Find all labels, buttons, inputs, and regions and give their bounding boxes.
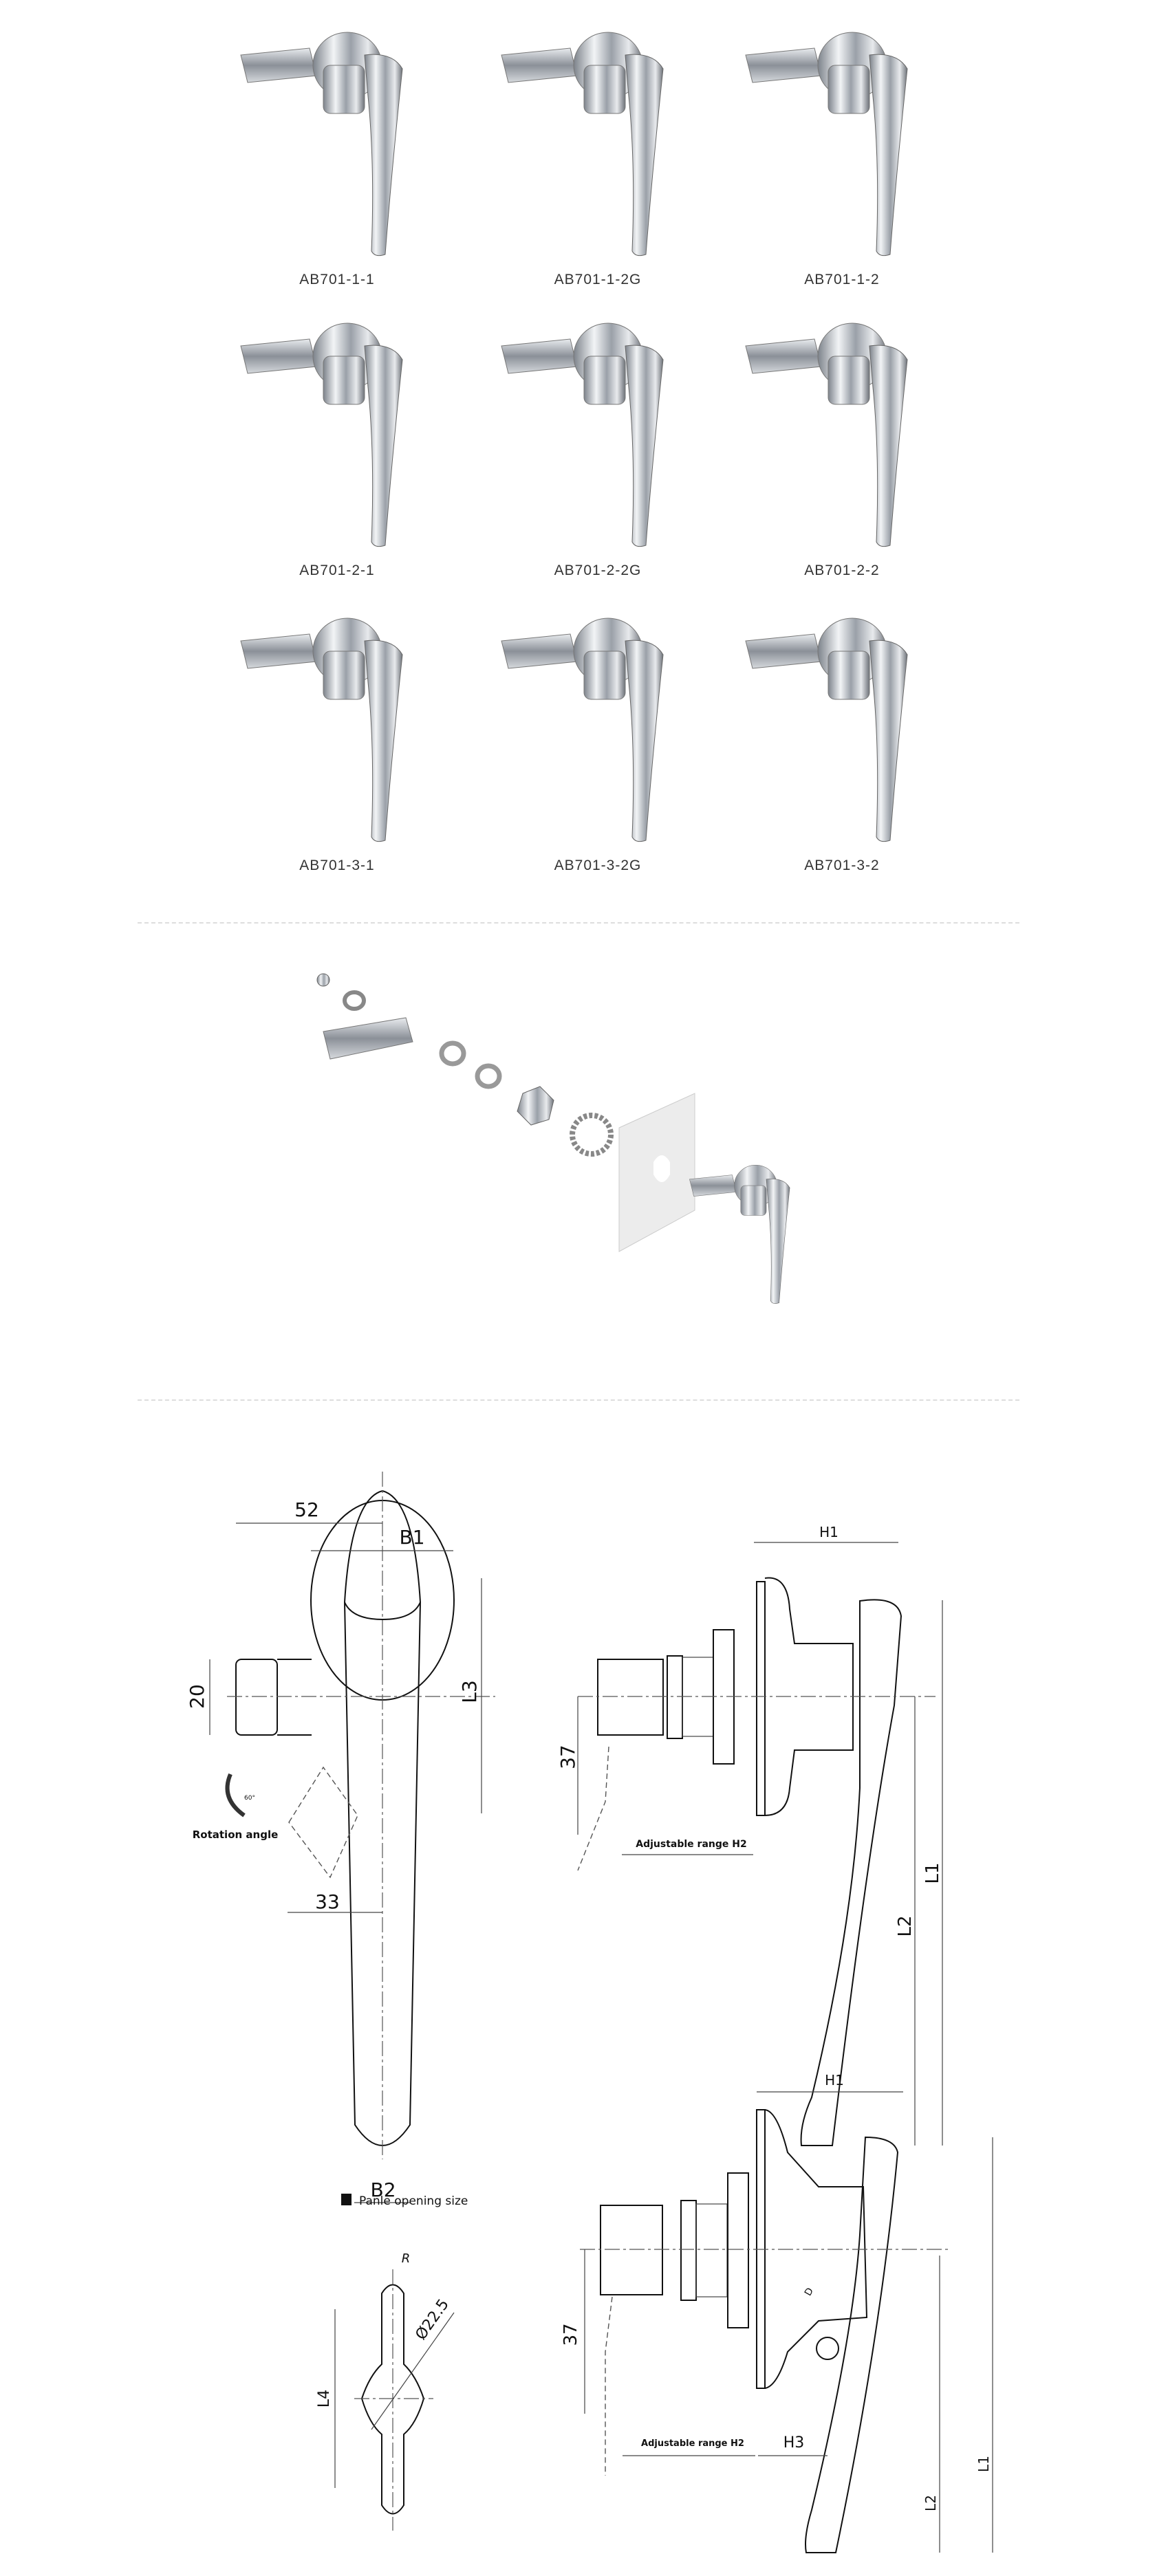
dim-diameter: Ø22.5 bbox=[412, 2296, 453, 2344]
product-card[interactable]: AB701-3-1 bbox=[213, 613, 461, 902]
dim-l2: L2 bbox=[922, 2495, 939, 2511]
product-model-label: AB701-3-2G bbox=[554, 858, 642, 873]
product-card[interactable]: AB701-1-2G bbox=[474, 28, 722, 316]
dim-20: 20 bbox=[186, 1684, 208, 1709]
product-card[interactable]: AB701-3-2G bbox=[474, 613, 722, 902]
rotation-angle-label: Rotation angle bbox=[193, 1829, 279, 1841]
side-view-drawing-2: H1 37 Adjustable range H2 H3 D L1 L2 bbox=[561, 2072, 993, 2553]
product-model-label: AB701-3-1 bbox=[299, 858, 375, 873]
side-view-drawing: H1 37 Adjustable range H2 L1 L2 bbox=[556, 1524, 943, 2146]
dim-37: 37 bbox=[556, 1745, 579, 1769]
section-divider bbox=[138, 1399, 1019, 1401]
panel-opening-legend: Panle opening size bbox=[359, 2194, 468, 2208]
product-model-label: AB701-2-2 bbox=[804, 563, 880, 578]
front-view-drawing: 52 B1 20 L3 60° Rotation angle 33 B2 bbox=[186, 1472, 495, 2203]
dim-52: 52 bbox=[294, 1498, 319, 1521]
dim-l1: L1 bbox=[975, 2456, 992, 2472]
product-model-label: AB701-1-2G bbox=[554, 272, 642, 287]
dim-l4: L4 bbox=[316, 2390, 333, 2408]
section-divider bbox=[138, 922, 1019, 924]
dim-d: D bbox=[803, 2286, 816, 2297]
adjustable-range-label: Adjustable range H2 bbox=[641, 2438, 744, 2449]
dim-r: R bbox=[402, 2251, 411, 2266]
product-model-label: AB701-2-1 bbox=[299, 563, 375, 578]
dim-l1: L1 bbox=[922, 1862, 943, 1884]
adjustable-range-label: Adjustable range H2 bbox=[636, 1839, 746, 1850]
dim-l3: L3 bbox=[458, 1680, 481, 1703]
dim-l2: L2 bbox=[895, 1915, 916, 1936]
legend-square-icon bbox=[341, 2194, 352, 2205]
product-card[interactable]: AB701-3-2 bbox=[718, 613, 966, 902]
exploded-assembly-view bbox=[316, 973, 790, 1304]
product-model-label: AB701-1-2 bbox=[804, 272, 880, 287]
product-card[interactable]: AB701-1-1 bbox=[213, 28, 461, 316]
dim-h1: H1 bbox=[825, 2072, 844, 2088]
product-card[interactable]: AB701-1-2 bbox=[718, 28, 966, 316]
dim-h3: H3 bbox=[783, 2434, 805, 2452]
product-card[interactable]: AB701-2-2 bbox=[718, 318, 966, 607]
dim-37: 37 bbox=[561, 2323, 581, 2346]
dim-b2: B2 bbox=[370, 2179, 396, 2201]
dim-h1: H1 bbox=[819, 1524, 839, 1540]
product-card[interactable]: AB701-2-1 bbox=[213, 318, 461, 607]
dim-b1: B1 bbox=[399, 1526, 424, 1549]
dim-33: 33 bbox=[315, 1890, 340, 1913]
product-model-label: AB701-3-2 bbox=[804, 858, 880, 873]
product-card[interactable]: AB701-2-2G bbox=[474, 318, 722, 607]
rotation-degrees: 60° bbox=[244, 1795, 255, 1802]
product-model-label: AB701-2-2G bbox=[554, 563, 642, 578]
product-model-label: AB701-1-1 bbox=[299, 272, 375, 287]
panel-opening-drawing: Panle opening size R Ø22.5 L4 bbox=[316, 2194, 468, 2531]
